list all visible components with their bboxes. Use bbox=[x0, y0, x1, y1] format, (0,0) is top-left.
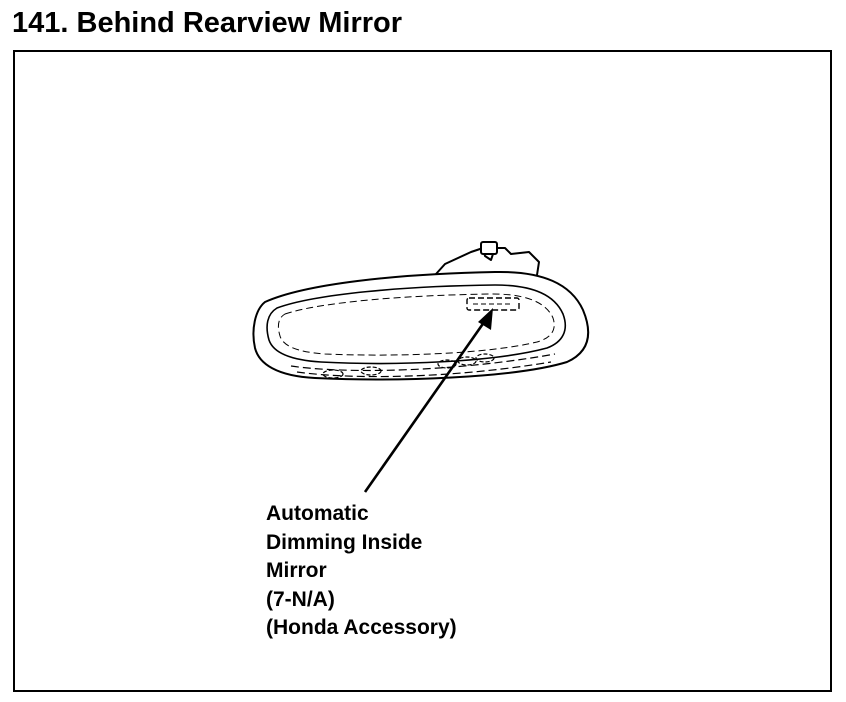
callout-line-1: Automatic bbox=[266, 502, 369, 525]
light-sensor-icon bbox=[466, 297, 520, 311]
mirror-glass-rim bbox=[277, 293, 555, 356]
mirror-callout-label: Automatic Dimming Inside Mirror (7-N/A) … bbox=[266, 500, 457, 643]
callout-line-4: (7-N/A) bbox=[266, 587, 335, 611]
callout-line-3: Mirror bbox=[266, 559, 327, 582]
callout-line-2: Dimming Inside bbox=[266, 530, 423, 554]
callout-line-5: (Honda Accessory) bbox=[266, 616, 457, 639]
page-title: 141. Behind Rearview Mirror bbox=[12, 7, 403, 39]
figure-frame: Automatic Dimming Inside Mirror (7-N/A) … bbox=[13, 50, 832, 692]
rearview-mirror-illustration bbox=[252, 241, 590, 493]
leader-arrow bbox=[363, 308, 493, 493]
